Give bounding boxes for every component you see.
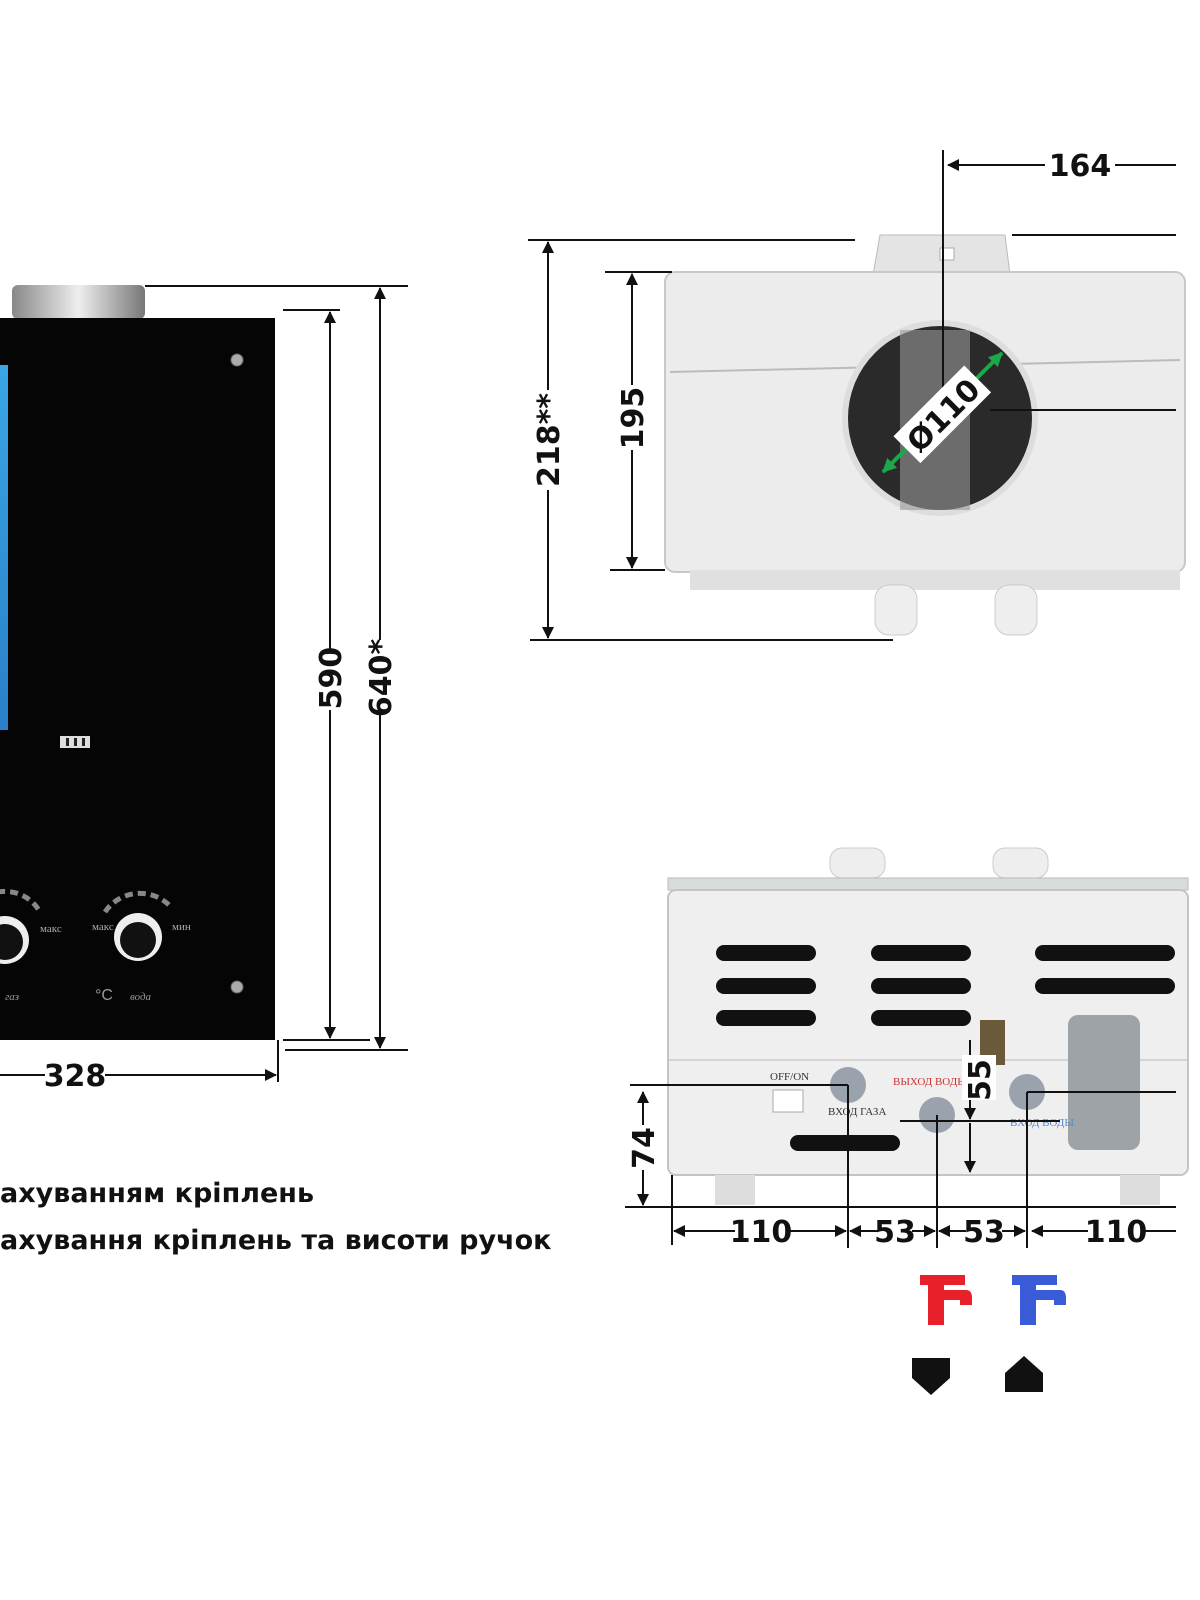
hot-water-faucet-icon — [920, 1275, 972, 1325]
gas-in-label: ВХОД ГАЗА — [828, 1106, 886, 1118]
display-panel — [0, 365, 8, 730]
dim-55: 55 — [963, 1059, 998, 1101]
min-label: мин — [172, 921, 191, 933]
bottom-dimensions — [625, 1040, 1176, 1248]
flue-pipe — [12, 285, 145, 319]
water-out-label: ВЫХОД ВОДЫ — [893, 1076, 967, 1088]
note-1: ахуванням кріплень — [0, 1178, 315, 1209]
switch-label: OFF/ON — [770, 1071, 809, 1083]
water-label: вода — [130, 991, 152, 1003]
power-switch[interactable] — [772, 1089, 804, 1113]
dim-spacing: 53 — [874, 1215, 916, 1250]
water-in-label: ВХОД ВОДЫ — [1010, 1117, 1074, 1129]
note-2: ахування кріплень та висоти ручок — [0, 1225, 552, 1256]
dim-height-590: 590 — [314, 647, 349, 710]
cold-water-faucet-icon — [1012, 1275, 1066, 1325]
arrow-down-icon — [912, 1358, 950, 1395]
bottom-view: OFF/ON ВХОД ГАЗА ВЫХОД ВОДЫ ВХОД ВОДЫ — [667, 847, 1189, 1205]
max-label: макс — [92, 921, 114, 933]
arrow-up-icon — [1005, 1356, 1043, 1392]
top-dimensions — [528, 150, 1176, 641]
dim-74: 74 — [627, 1127, 662, 1169]
dim-width-328: 328 — [44, 1059, 107, 1094]
front-dimensions — [0, 285, 408, 1082]
dim-spacing: 53 — [963, 1215, 1005, 1250]
screw-icon — [230, 353, 244, 367]
dim-spacing: 110 — [730, 1215, 793, 1250]
dim-height-640: 640* — [364, 639, 399, 718]
status-indicator — [60, 736, 90, 748]
dim-depth-164: 164 — [1049, 149, 1112, 184]
celsius-label: °C — [95, 987, 113, 1004]
gas-label: газ — [5, 991, 19, 1003]
water-knob[interactable] — [102, 890, 172, 961]
dim-height-218: 218** — [532, 393, 567, 487]
gas-knob[interactable] — [0, 888, 43, 964]
screw-icon — [230, 980, 244, 994]
front-view: макс макс мин газ °C вода — [0, 285, 275, 1040]
dim-height-195: 195 — [616, 387, 651, 450]
max-label: макс — [40, 923, 62, 935]
dim-spacing: 110 — [1085, 1215, 1148, 1250]
